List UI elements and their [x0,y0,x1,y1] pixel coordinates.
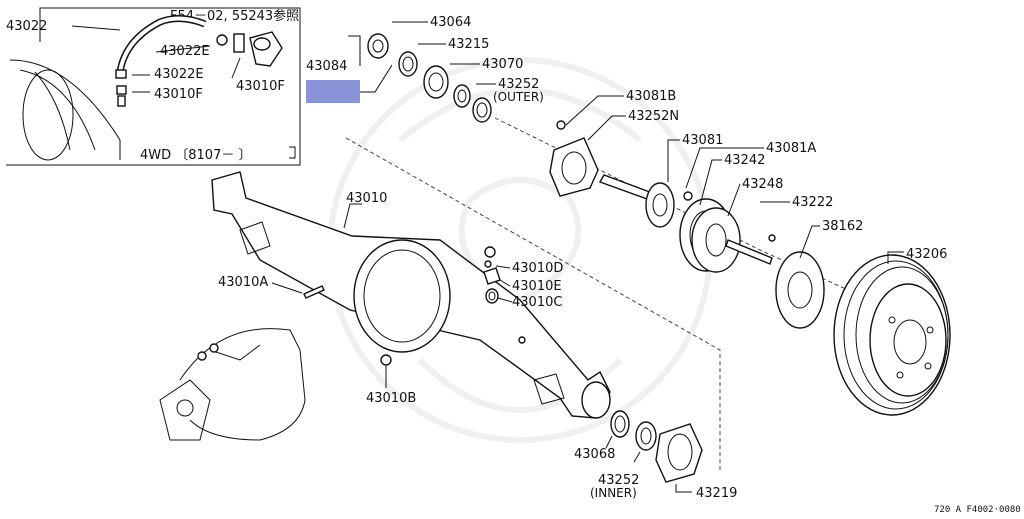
highlight-box-43084 [306,80,360,103]
label-43064: 43064 [430,15,471,30]
label-43219: 43219 [696,486,737,501]
label-43070: 43070 [482,57,523,72]
inset-label-43010F-left: 43010F [154,87,203,102]
drawing-code: 720 A F4002·0080 [934,505,1021,515]
label-43084: 43084 [306,59,347,74]
label-43010D: 43010D [512,261,563,276]
label-43252-inner: 43252 [598,473,639,488]
label-43081A: 43081A [766,141,816,156]
drain-fill-plugs [380,246,501,366]
label-43010A: 43010A [218,275,268,290]
label-outer-note: (OUTER) [493,90,544,104]
inner-bearing-set [610,410,703,483]
brake-drum [833,254,951,416]
label-38162: 38162 [822,219,863,234]
label-43068: 43068 [574,447,615,462]
inset-label-43022E-upper: 43022E [160,44,210,59]
axle-shaft-assembly [598,174,825,329]
inset-variant-note: 4WD 〔8107－ 〕 [140,148,251,163]
label-43081: 43081 [682,133,723,148]
inset-4wd-breather: F54－02, 55243参照 4WD 〔8107－ 〕 43022 43022… [6,7,301,166]
axle-housing [211,171,611,419]
label-43010B: 43010B [366,391,416,406]
label-43215: 43215 [448,37,489,52]
inset-label-43022E-lower: 43022E [154,67,204,82]
label-43242: 43242 [724,153,765,168]
inset-label-43010F-right: 43010F [236,79,285,94]
label-inner-note: (INNER) [590,486,637,500]
outer-bearing-set [367,33,492,123]
label-43248: 43248 [742,177,783,192]
label-43222: 43222 [792,195,833,210]
label-43010E: 43010E [512,279,562,294]
retainer-plate [549,120,599,197]
inset-label-43022: 43022 [6,19,47,34]
label-43252-outer: 43252 [498,77,539,92]
differential-carrier-outline [159,328,306,441]
label-43010: 43010 [346,191,387,206]
label-43252N: 43252N [628,109,679,124]
label-43206: 43206 [906,247,947,262]
label-43081B: 43081B [626,89,676,104]
label-43010C: 43010C [512,295,562,310]
